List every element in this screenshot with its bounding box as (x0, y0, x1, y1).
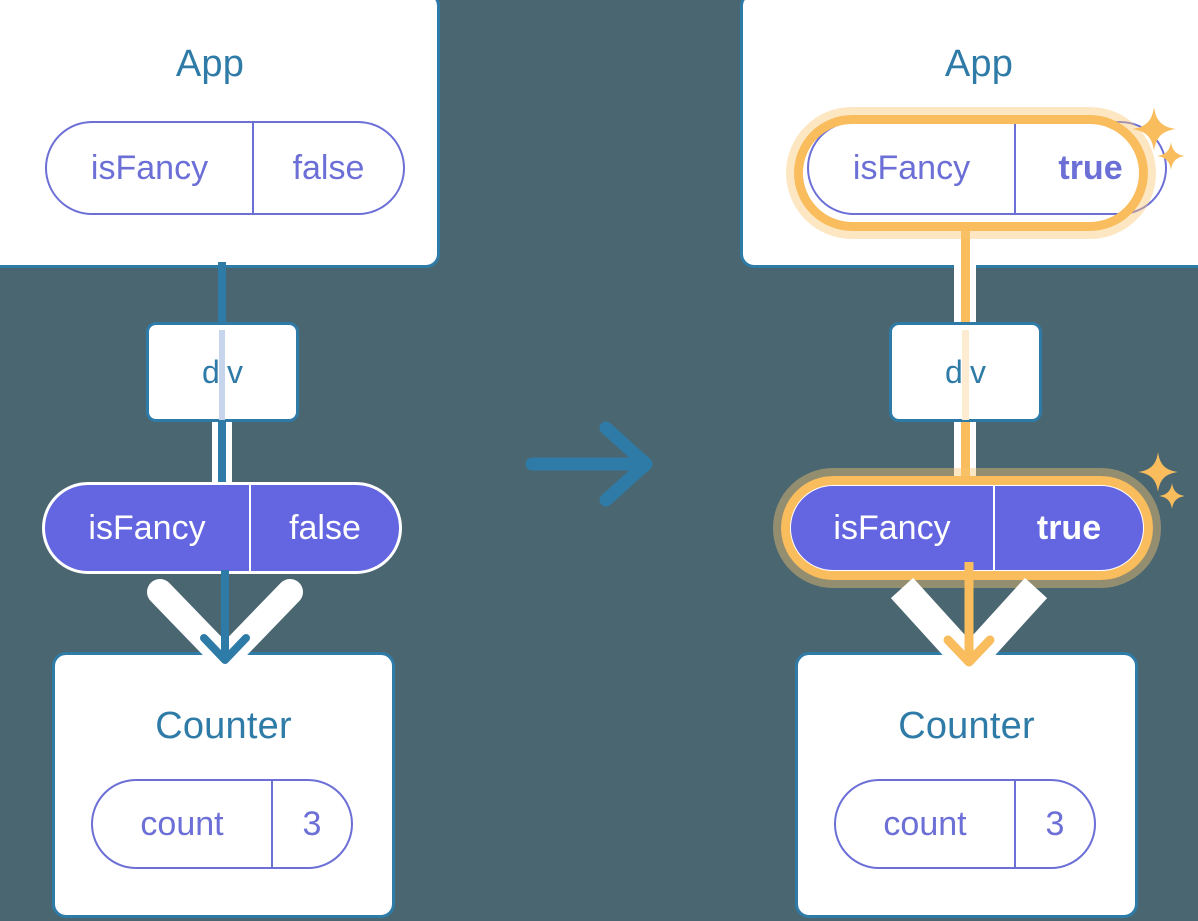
sparkle-icon-app-small (1157, 142, 1185, 170)
counter-card-title-before: Counter (155, 705, 292, 747)
connector-inside-div-after (962, 330, 969, 420)
counter-state-pill-after: count 3 (834, 779, 1096, 869)
transition-arrow-icon (525, 421, 653, 507)
app-state-pill-key-after: isFancy (852, 149, 971, 187)
app-card-title-before: App (175, 43, 245, 85)
sparkle-icon-props-large (1138, 452, 1178, 492)
connector-div-to-props-before (218, 414, 226, 492)
counter-card-after: Counter count 3 (795, 652, 1138, 918)
counter-state-pill-key-after: count (883, 805, 967, 843)
props-pill-before: isFancy false (42, 482, 402, 574)
props-pill-value-after: true (993, 486, 1143, 570)
props-flow-arrow-after (890, 562, 1048, 667)
app-state-pill-value-before: false (252, 123, 403, 213)
counter-state-pill-value-after: 3 (1014, 781, 1094, 867)
props-pill-value-before: false (249, 485, 399, 571)
sparkle-icon-app-large (1132, 107, 1176, 151)
app-card-before: App isFancy false (0, 0, 440, 268)
sparkle-icon-props-small (1159, 483, 1185, 509)
app-card-title-after: App (944, 43, 1014, 85)
counter-state-pill-value-before: 3 (271, 781, 351, 867)
connector-inside-div-before (219, 330, 225, 420)
app-state-pill-key-before: isFancy (90, 149, 209, 187)
connector-app-to-div-before (218, 262, 226, 328)
props-pill-after: isFancy true (788, 483, 1146, 573)
counter-state-pill-before: count 3 (91, 779, 353, 869)
app-state-pill-after: isFancy true (807, 121, 1167, 215)
connector-app-to-div-after (961, 224, 970, 332)
props-pill-key-before: isFancy (88, 509, 206, 547)
app-state-pill-before: isFancy false (45, 121, 405, 215)
counter-card-title-after: Counter (898, 705, 1035, 747)
props-pill-key-after: isFancy (833, 509, 951, 547)
counter-card-before: Counter count 3 (52, 652, 395, 918)
counter-state-pill-key-before: count (140, 805, 224, 843)
connector-div-to-props-after (961, 414, 970, 492)
app-state-pill-value-after: true (1014, 123, 1165, 213)
props-flow-arrow-before (147, 570, 303, 665)
